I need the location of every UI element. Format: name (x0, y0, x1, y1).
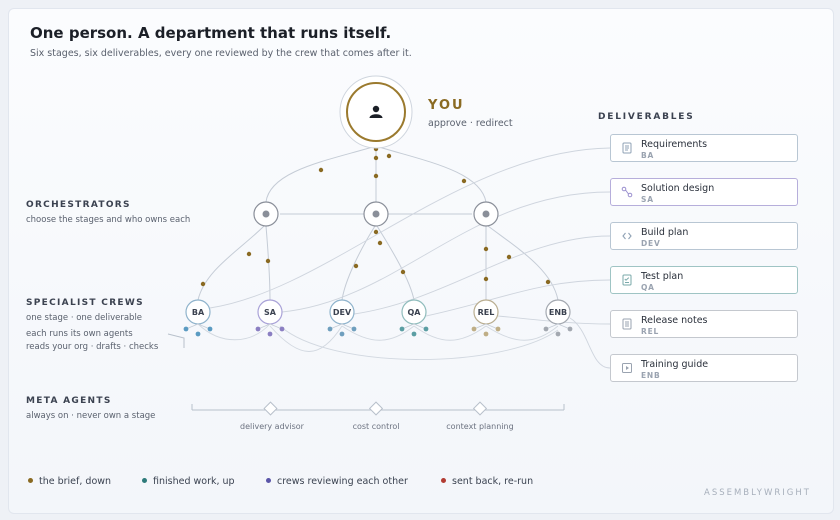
deliverable-card-test-plan[interactable]: Test plan QA (610, 266, 798, 294)
crew-label-dev: DEV (333, 308, 352, 317)
crew-agents-rel (471, 323, 501, 337)
legend-label: crews reviewing each other (277, 476, 408, 487)
crew-label-qa: QA (408, 308, 422, 317)
deliverable-code: QA (641, 283, 655, 292)
deliverable-code: REL (641, 327, 660, 336)
you-subtitle: approve · redirect (428, 118, 513, 129)
orchestrators-label: ORCHESTRATORS (26, 200, 131, 210)
legend-item-finished: finished work, up (142, 476, 235, 487)
meta-label: META AGENTS (26, 396, 112, 406)
legend-label: finished work, up (153, 476, 235, 487)
deliverable-connectors (209, 147, 611, 369)
deliverable-name: Requirements (641, 139, 708, 150)
deliverable-code: SA (641, 195, 654, 204)
crew-node-enb[interactable]: ENB (545, 299, 571, 325)
review-arcs (197, 323, 559, 360)
notes-icon (622, 318, 632, 330)
deliverable-name: Solution design (641, 183, 715, 194)
deliverable-name: Test plan (641, 271, 684, 282)
deliverable-name: Release notes (641, 315, 708, 326)
you-title: YOU (428, 98, 465, 113)
brand-wordmark: ASSEMBLYWRIGHT (704, 488, 811, 498)
meta-label-cost-control: cost control (352, 422, 400, 431)
document-icon (622, 142, 632, 154)
crew-agents-sa (255, 323, 285, 337)
crew-agents-ba (183, 323, 213, 337)
crew-label-sa: SA (264, 308, 277, 317)
code-icon (622, 232, 632, 240)
deliverable-code: DEV (641, 239, 661, 248)
deliverable-code: ENB (641, 371, 661, 380)
crew-label-rel: REL (478, 308, 495, 317)
crew-node-rel[interactable]: REL (473, 299, 499, 325)
deliverable-card-solution-design[interactable]: Solution design SA (610, 178, 798, 206)
crew-node-ba[interactable]: BA (185, 299, 211, 325)
meta-node-context-planning[interactable] (472, 401, 488, 416)
orchestrator-node-3[interactable] (473, 201, 499, 227)
orchestrator-node-1[interactable] (253, 201, 279, 227)
crew-label-enb: ENB (549, 308, 567, 317)
crew-node-qa[interactable]: QA (401, 299, 427, 325)
legend-label: the brief, down (39, 476, 112, 487)
person-icon (369, 105, 383, 118)
legend-item-reviewing: crews reviewing each other (266, 476, 408, 487)
page-title: One person. A department that runs itsel… (30, 24, 392, 42)
orchestrators-desc: choose the stages and who owns each (26, 215, 191, 225)
crew-agents-enb (543, 323, 573, 337)
legend-item-sent-back: sent back, re-run (441, 476, 533, 487)
orchestrator-node-2[interactable] (363, 201, 389, 227)
legend-item-brief: the brief, down (28, 476, 111, 487)
crews-label: SPECIALIST CREWS (26, 298, 144, 308)
deliverable-card-build-plan[interactable]: Build plan DEV (610, 222, 798, 250)
meta-desc: always on · never own a stage (26, 411, 156, 421)
play-icon (622, 363, 632, 373)
meta-node-cost-control[interactable] (368, 401, 384, 416)
deliverables-heading: DELIVERABLES (598, 112, 695, 122)
legend-dot (28, 478, 33, 483)
crew-node-sa[interactable]: SA (257, 299, 283, 325)
legend-dot (266, 478, 271, 483)
deliverable-name: Training guide (641, 359, 709, 370)
page-subtitle: Six stages, six deliverables, every one … (30, 48, 412, 59)
crews-desc-1: one stage · one deliverable (26, 313, 143, 323)
deliverable-card-release-notes[interactable]: Release notes REL (610, 310, 798, 338)
deliverable-card-training-guide[interactable]: Training guide ENB (610, 354, 798, 382)
meta-label-context-planning: context planning (446, 422, 514, 431)
deliverable-name: Build plan (641, 227, 689, 238)
branch-icon (621, 186, 633, 198)
legend-dot (441, 478, 446, 483)
meta-node-delivery-advisor[interactable] (263, 401, 278, 416)
checklist-icon (622, 274, 632, 286)
crew-agents-qa (399, 323, 429, 337)
crew-agents-dev (327, 323, 357, 337)
legend-dot (142, 478, 147, 483)
crew-connectors (197, 225, 559, 301)
crews-desc-3: reads your org · drafts · checks (26, 342, 159, 352)
crew-node-dev[interactable]: DEV (329, 299, 355, 325)
crews-desc-2: each runs its own agents (26, 329, 133, 339)
deliverable-card-requirements[interactable]: Requirements BA (610, 134, 798, 162)
crew-label-ba: BA (192, 308, 205, 317)
deliverable-code: BA (641, 151, 655, 160)
legend-label: sent back, re-run (452, 476, 534, 487)
diagram-frame (8, 8, 834, 514)
crews-bracket (167, 333, 185, 348)
you-node[interactable] (339, 75, 413, 149)
meta-label-delivery-advisor: delivery advisor (240, 422, 304, 431)
